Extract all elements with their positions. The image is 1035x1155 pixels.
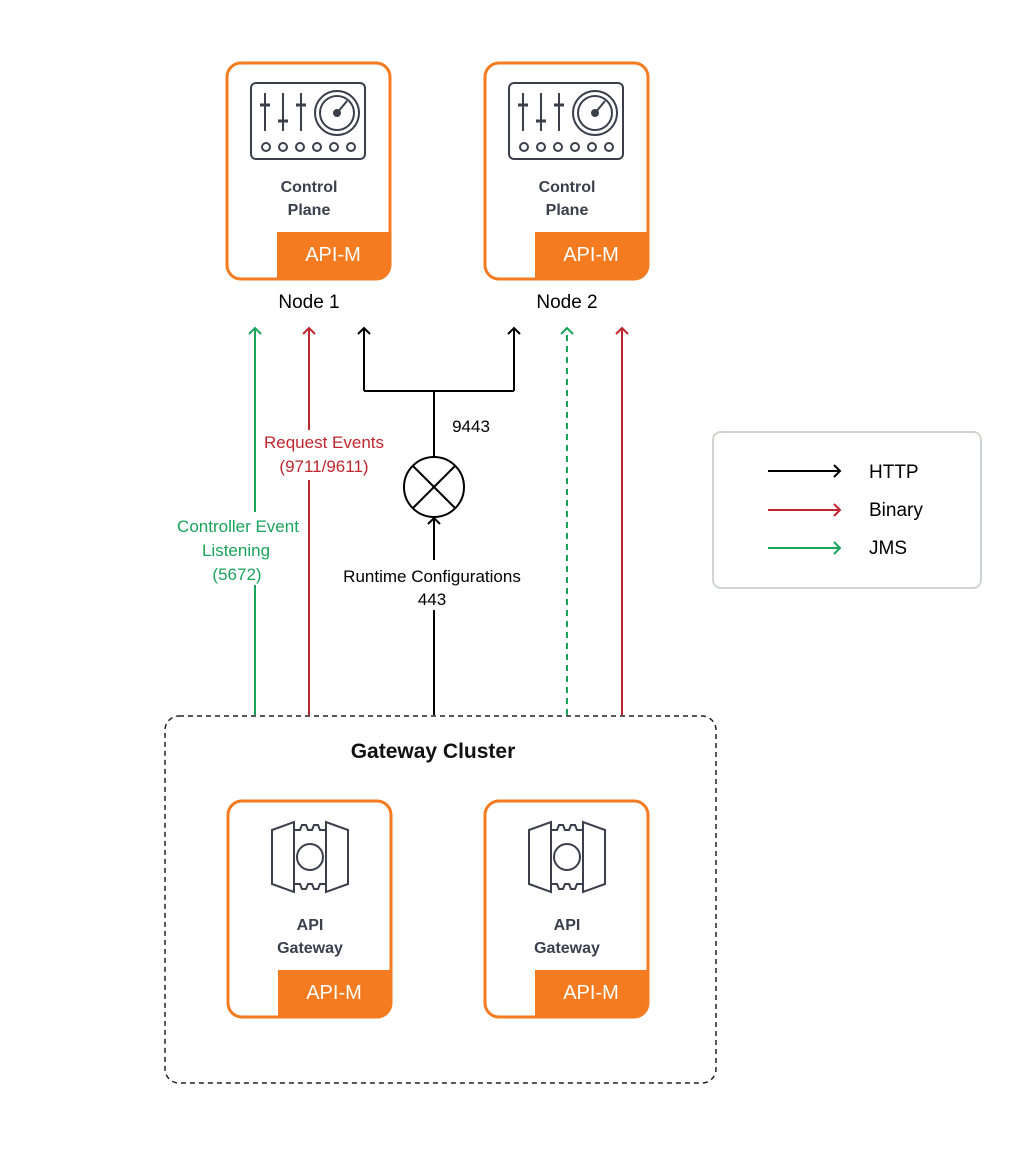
mixer-gauge-icon xyxy=(508,82,624,160)
cluster-title: Gateway Cluster xyxy=(351,740,516,763)
control-plane-node-1: API-M Control Plane Node 1 xyxy=(225,61,392,313)
badge-label: API-M xyxy=(306,982,362,1004)
legend-http-label: HTTP xyxy=(869,462,919,483)
node-label: Node 2 xyxy=(536,292,597,313)
node-title: API xyxy=(297,917,324,934)
node-title: Plane xyxy=(288,202,331,219)
mixer-gauge-icon xyxy=(250,82,366,160)
node-title: API xyxy=(554,917,581,934)
api-gateway-node-1: API-M API Gateway xyxy=(226,799,393,1019)
legend-jms-label: JMS xyxy=(869,538,907,559)
runtime-flow-label: Runtime Configurations xyxy=(343,567,521,586)
control-plane-node-2: API-M Control Plane Node 2 xyxy=(483,61,650,313)
api-m-badge xyxy=(535,232,647,278)
api-m-badge xyxy=(278,970,390,1016)
node-title: Gateway xyxy=(277,940,343,957)
binary-flow-label: Request Events xyxy=(264,433,384,452)
jms-flow-port-label: (5672) xyxy=(212,565,261,584)
badge-label: API-M xyxy=(563,982,619,1004)
load-balancer-icon xyxy=(403,456,465,518)
api-m-badge xyxy=(277,232,389,278)
badge-label: API-M xyxy=(305,244,361,266)
legend-box xyxy=(712,431,982,589)
binary-flow-port-label: (9711/9611) xyxy=(279,457,368,476)
jms-flow-label: Listening xyxy=(202,541,270,560)
runtime-port-label: 443 xyxy=(418,590,446,609)
legend-binary-label: Binary xyxy=(869,500,923,521)
api-gateway-node-2: API-M API Gateway xyxy=(483,799,650,1019)
gateway-gear-icon xyxy=(271,820,349,894)
jms-flow-label: Controller Event xyxy=(177,517,299,536)
node-title: Gateway xyxy=(534,940,600,957)
legend: HTTP Binary JMS xyxy=(712,431,982,589)
badge-label: API-M xyxy=(563,244,619,266)
node-title: Control xyxy=(539,179,596,196)
http-port-label: 9443 xyxy=(452,417,490,436)
gateway-gear-icon xyxy=(528,820,606,894)
node-title: Control xyxy=(281,179,338,196)
node-label: Node 1 xyxy=(278,292,339,313)
node-title: Plane xyxy=(546,202,589,219)
api-m-badge xyxy=(535,970,647,1016)
gateway-cluster-boundary xyxy=(164,715,717,1084)
